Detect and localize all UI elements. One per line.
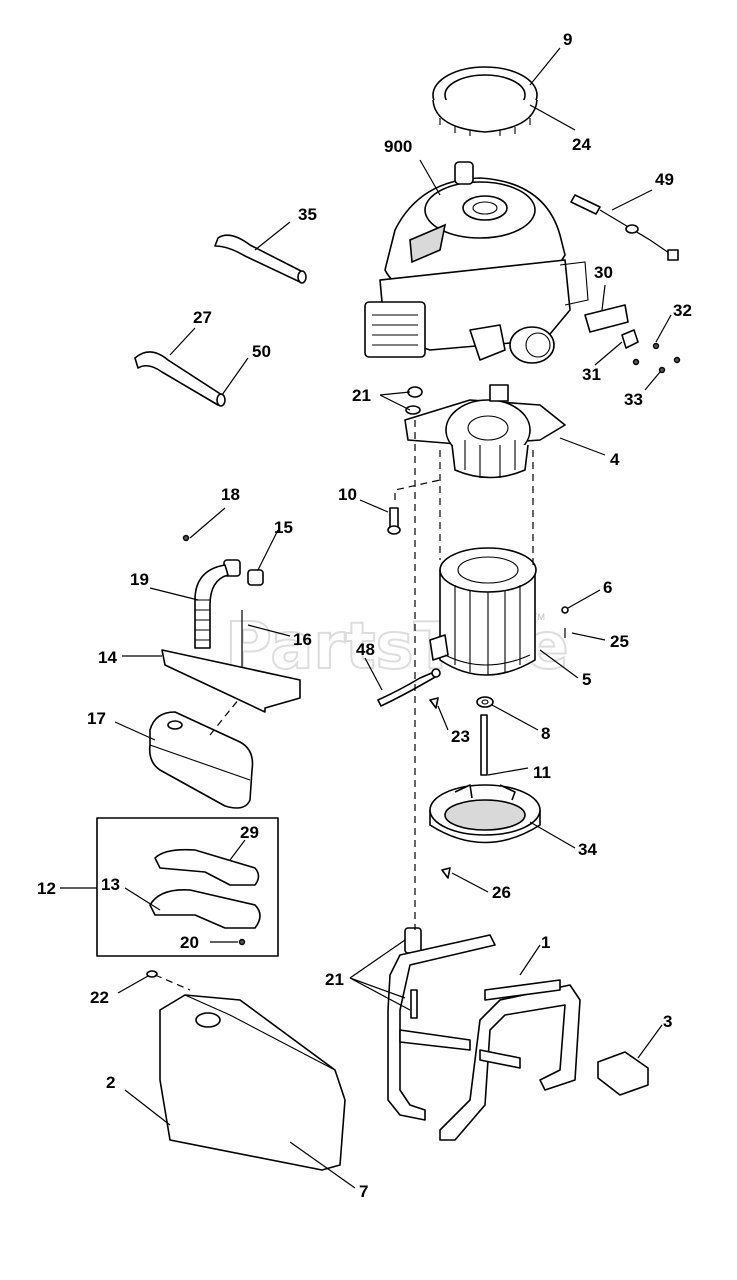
callout-7[interactable]: 7 xyxy=(359,1182,368,1201)
muffler-bracket-14[interactable] xyxy=(161,649,301,713)
callout-48[interactable]: 48 xyxy=(356,640,375,659)
assembly-line xyxy=(154,974,191,991)
callout-12[interactable]: 12 xyxy=(37,879,56,898)
assembly-line xyxy=(209,697,241,736)
part-31[interactable] xyxy=(621,329,639,349)
callout-3[interactable]: 3 xyxy=(663,1012,672,1031)
callout-35[interactable]: 35 xyxy=(298,205,317,224)
callout-11[interactable]: 11 xyxy=(533,763,551,782)
callout-17[interactable]: 17 xyxy=(87,709,106,728)
callout-20[interactable]: 20 xyxy=(180,933,199,952)
part-32[interactable] xyxy=(652,342,660,350)
mount-21b[interactable] xyxy=(404,927,422,954)
watermark-tm: TM xyxy=(532,612,545,622)
callout-9[interactable]: 9 xyxy=(563,30,572,49)
rod-11[interactable] xyxy=(480,714,488,776)
flex-pipe-19[interactable] xyxy=(194,564,229,649)
callout-50[interactable]: 50 xyxy=(252,342,271,361)
hose-35-end xyxy=(297,270,307,284)
stator-part[interactable] xyxy=(429,547,537,676)
end-cover-part[interactable] xyxy=(429,784,541,844)
leader-lines xyxy=(60,47,672,1189)
callout-4[interactable]: 4 xyxy=(610,450,620,469)
callout-1[interactable]: 1 xyxy=(541,933,550,952)
bracket-30-part[interactable] xyxy=(584,304,629,333)
washer-21a[interactable] xyxy=(405,405,421,415)
part-15[interactable] xyxy=(247,569,264,586)
callout-19[interactable]: 19 xyxy=(130,570,149,589)
callout-22[interactable]: 22 xyxy=(90,988,109,1007)
callout-13[interactable]: 13 xyxy=(101,875,120,894)
callout-10[interactable]: 10 xyxy=(338,485,357,504)
foot-3[interactable] xyxy=(597,1051,649,1096)
adapter-plate-part[interactable] xyxy=(404,384,566,479)
nut-21a[interactable] xyxy=(407,386,423,398)
callout-900[interactable]: 900 xyxy=(384,137,412,156)
callout-30[interactable]: 30 xyxy=(594,263,613,282)
callout-8[interactable]: 8 xyxy=(541,724,550,743)
callout-49[interactable]: 49 xyxy=(655,170,674,189)
screw-23[interactable] xyxy=(429,697,439,709)
callout-27[interactable]: 27 xyxy=(193,308,212,327)
callout-18[interactable]: 18 xyxy=(221,485,240,504)
part-6[interactable] xyxy=(561,606,569,614)
nut-22[interactable] xyxy=(146,970,158,978)
callout-31[interactable]: 31 xyxy=(582,365,601,384)
callout-23[interactable]: 23 xyxy=(451,727,470,746)
callout-15[interactable]: 15 xyxy=(274,518,293,537)
engine-assembly[interactable] xyxy=(364,161,589,364)
callout-24[interactable]: 24 xyxy=(572,135,591,154)
hose-35-part[interactable] xyxy=(214,234,304,283)
bolt-21b[interactable] xyxy=(410,989,418,1019)
hose-50-end xyxy=(216,393,226,407)
part-33[interactable] xyxy=(658,366,666,374)
part-32b xyxy=(673,356,681,364)
frame-1[interactable] xyxy=(387,934,581,1141)
hose-27-part[interactable] xyxy=(134,351,223,406)
gasket-13[interactable] xyxy=(149,888,261,929)
screw-20[interactable] xyxy=(238,938,246,946)
gasket-kit-box xyxy=(96,817,279,957)
muffler-17[interactable] xyxy=(148,711,254,809)
assembly-line xyxy=(394,479,441,500)
callout-5[interactable]: 5 xyxy=(582,670,591,689)
callout-2[interactable]: 2 xyxy=(106,1073,115,1092)
callout-21-top[interactable]: 21 xyxy=(352,386,371,405)
gasket-29[interactable] xyxy=(154,848,260,886)
callout-32[interactable]: 32 xyxy=(673,301,692,320)
callout-29[interactable]: 29 xyxy=(240,823,259,842)
callout-6[interactable]: 6 xyxy=(603,578,612,597)
callout-16[interactable]: 16 xyxy=(293,630,312,649)
screw-18[interactable] xyxy=(182,534,190,542)
part-31b xyxy=(632,358,640,366)
callout-21-bottom[interactable]: 21 xyxy=(325,970,344,989)
callout-25[interactable]: 25 xyxy=(610,632,629,651)
washer-8[interactable] xyxy=(476,696,494,708)
bolt-10-part[interactable] xyxy=(387,507,401,535)
screw-26[interactable] xyxy=(441,867,451,879)
callout-numbers: 9 24 900 49 35 30 32 27 50 31 21 33 4 18… xyxy=(37,30,692,1201)
ring-cover-part[interactable] xyxy=(432,66,538,136)
callout-14[interactable]: 14 xyxy=(98,648,117,667)
wire-part[interactable] xyxy=(570,194,679,261)
callout-33[interactable]: 33 xyxy=(624,390,643,409)
callout-34[interactable]: 34 xyxy=(578,840,597,859)
callout-26[interactable]: 26 xyxy=(492,883,511,902)
heat-shield-2[interactable] xyxy=(159,994,346,1171)
